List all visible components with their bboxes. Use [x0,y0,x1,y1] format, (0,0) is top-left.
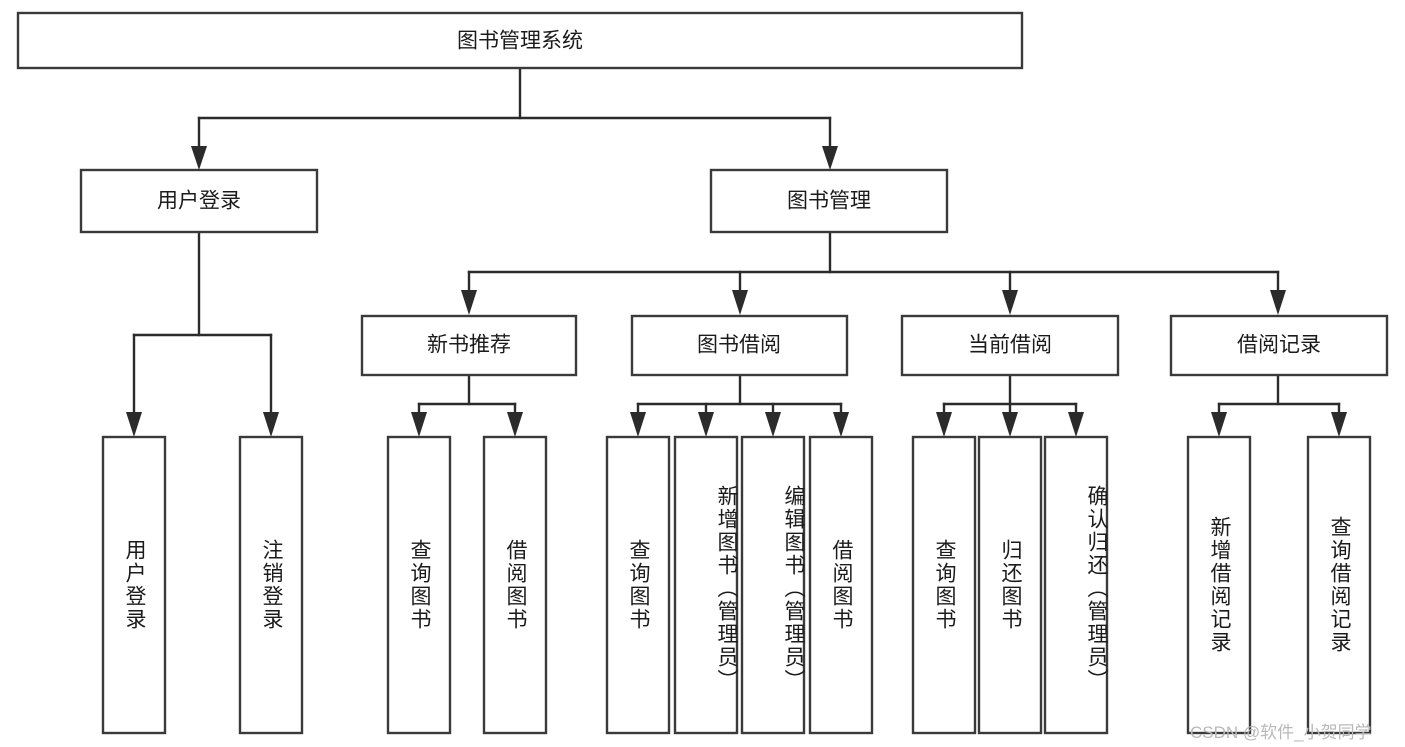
leaf-query-book-2-box[interactable] [605,435,671,735]
node-book-management-label: 图书管理 [787,190,871,213]
leaf-add-book-label: 新增图书（管理员） [715,484,738,692]
leaf-query-book-2-label: 查询图书 [627,539,651,631]
connector-group-borrow-record [1211,373,1347,437]
node-borrow-record-label: 借阅记录 [1237,334,1321,357]
leaf-borrow-book-1-box[interactable] [482,435,548,735]
arrow-bm-to-new-book [461,290,477,315]
arrow-bb-to-leaf-2 [698,412,714,437]
leaf-query-book-3-box[interactable] [911,435,977,735]
leaf-query-book-1-label: 查询图书 [408,539,432,631]
leaf-logout-login-box[interactable] [238,435,304,735]
arrow-br-to-leaf-2 [1331,412,1347,437]
node-book-borrow-box[interactable] [630,314,849,377]
node-root-box[interactable] [16,11,1024,70]
arrow-nb-to-leaf-1 [411,412,427,437]
arrow-cb-to-leaf-2 [1002,412,1018,437]
node-user-login[interactable]: 用户登录 [79,168,319,234]
leaf-add-book-box[interactable] [673,435,739,735]
leaf-boxes [101,435,1372,735]
connector-group-book-management [461,230,1286,315]
connector-group-current-borrow [936,373,1084,437]
arrow-root-to-book-management [822,146,838,170]
connector-group-user-login [126,230,279,437]
connector-group-book-borrow [630,373,849,437]
arrow-bm-to-current-borrow [1002,290,1018,315]
node-new-book-recommend[interactable]: 新书推荐 [360,314,578,377]
leaf-confirm-return-box[interactable] [1043,435,1109,735]
arrow-cb-to-leaf-1 [936,412,952,437]
node-book-management[interactable]: 图书管理 [709,168,949,234]
leaf-query-book-3-label: 查询图书 [933,539,957,631]
leaf-borrow-book-2-box[interactable] [808,435,874,735]
arrow-root-to-user-login [191,146,207,170]
leaf-confirm-return-label: 确认归还（管理员） [1085,484,1108,692]
arrow-user-login-to-leaf-1 [126,412,142,437]
node-new-book-recommend-box[interactable] [360,314,578,377]
arrow-nb-to-leaf-2 [507,412,523,437]
node-borrow-record-box[interactable] [1169,314,1389,377]
connector-group-root [191,66,838,170]
csdn-watermark: CSDN @软件_小贺同学 [1190,723,1372,742]
node-root[interactable]: 图书管理系统 [16,11,1024,70]
arrow-bm-to-book-borrow [732,290,748,315]
leaf-user-login-box[interactable] [101,435,167,735]
node-new-book-recommend-label: 新书推荐 [427,334,511,357]
leaf-borrow-book-2-label: 借阅图书 [830,539,854,631]
node-user-login-box[interactable] [79,168,319,234]
arrow-user-login-to-leaf-2 [263,412,279,437]
arrow-bm-to-borrow-record [1270,290,1286,315]
node-book-management-box[interactable] [709,168,949,234]
arrow-bb-to-leaf-3 [765,412,781,437]
leaf-query-record-box[interactable] [1306,435,1372,735]
node-user-login-label: 用户登录 [157,190,241,213]
connector-group-new-book [411,373,523,437]
arrow-br-to-leaf-1 [1211,412,1227,437]
leaf-query-record-label: 查询借阅记录 [1328,516,1352,654]
leaf-edit-book-label: 编辑图书（管理员） [782,484,805,692]
leaf-edit-book-box[interactable] [740,435,806,735]
leaf-query-book-1-box[interactable] [386,435,452,735]
leaf-borrow-book-1-label: 借阅图书 [504,539,528,631]
node-borrow-record[interactable]: 借阅记录 [1169,314,1389,377]
leaf-return-book-box[interactable] [977,435,1043,735]
leaf-logout-login-label: 注销登录 [260,539,284,631]
node-book-borrow[interactable]: 图书借阅 [630,314,849,377]
node-root-label: 图书管理系统 [457,30,583,53]
node-current-borrow-box[interactable] [900,314,1120,377]
leaf-user-login-label: 用户登录 [123,539,147,631]
node-current-borrow[interactable]: 当前借阅 [900,314,1120,377]
leaf-add-record-box[interactable] [1186,435,1252,735]
arrow-cb-to-leaf-3 [1068,412,1084,437]
node-current-borrow-label: 当前借阅 [968,334,1052,357]
arrow-bb-to-leaf-1 [630,412,646,437]
arrow-bb-to-leaf-4 [833,412,849,437]
leaf-return-book-label: 归还图书 [999,539,1023,631]
leaf-add-record-label: 新增借阅记录 [1208,516,1232,654]
node-book-borrow-label: 图书借阅 [697,334,781,357]
